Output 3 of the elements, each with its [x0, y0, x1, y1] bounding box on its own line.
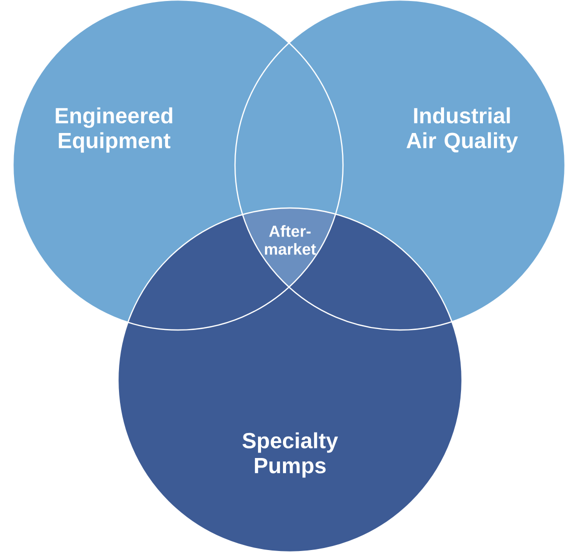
node-label: Industrial Air Quality	[406, 107, 518, 153]
venn-overlap: After- market	[264, 225, 316, 255]
node-label: Engineered Equipment	[56, 107, 172, 153]
